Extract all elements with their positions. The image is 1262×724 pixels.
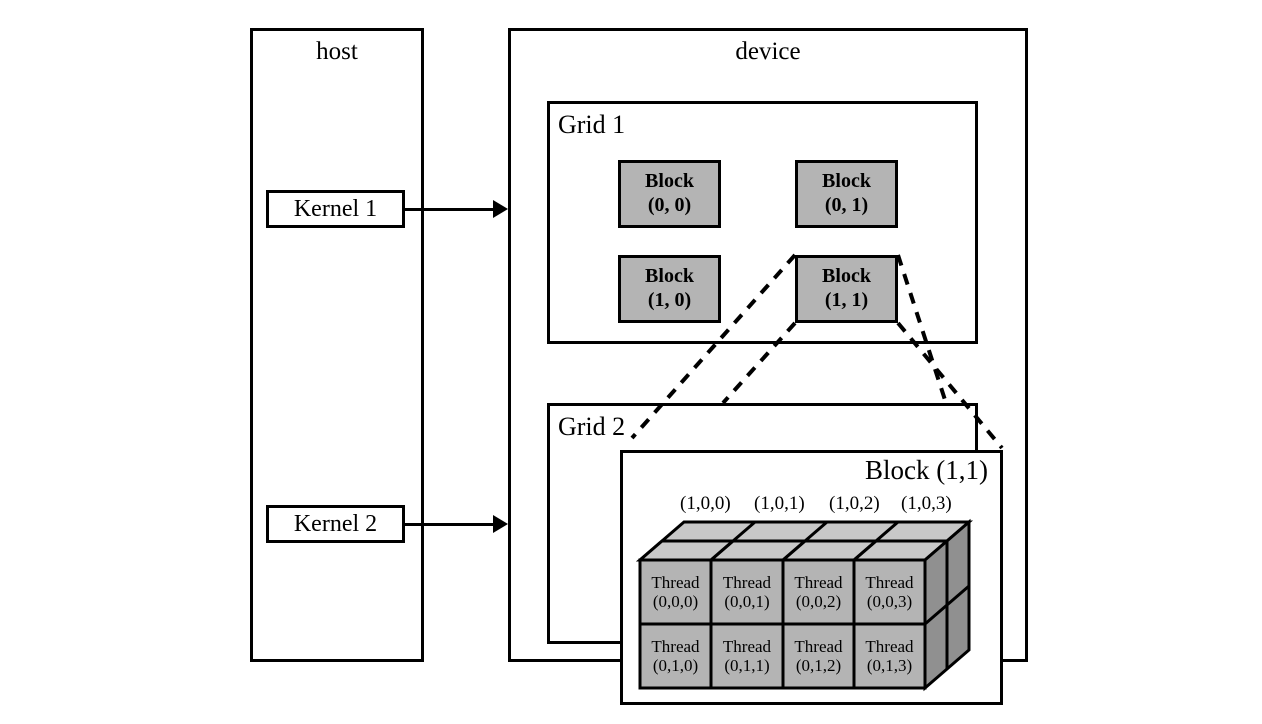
block-index: (0, 1) — [824, 194, 869, 216]
block-name: Block — [822, 265, 871, 288]
kernel-1-label: Kernel 1 — [293, 195, 378, 222]
block11-label: Block (1,1) — [865, 455, 988, 485]
device-label: device — [735, 38, 801, 65]
grid2-label: Grid 2 — [558, 412, 626, 441]
block-name: Block — [822, 170, 871, 193]
dashed-line-right-inner — [896, 254, 948, 404]
host-label: host — [316, 38, 358, 65]
thread-top-label-2: (1,0,2) — [829, 493, 880, 514]
block-index: (1, 1) — [824, 289, 869, 311]
cube-top-sep-3b — [853, 539, 877, 562]
grid1-label: Grid 1 — [558, 110, 626, 139]
grid-block-1-0: Block (1, 0) — [618, 255, 721, 323]
kernel-1-box[interactable]: Kernel 1 — [266, 190, 405, 228]
grid-block-1-1: Block (1, 1) — [795, 255, 898, 323]
dashed-line-left-outer — [630, 253, 797, 440]
dashed-line-right-outer — [896, 321, 1004, 450]
block-name: Block — [645, 170, 694, 193]
kernel-2-box[interactable]: Kernel 2 — [266, 505, 405, 543]
cube-top-sep-2b — [782, 539, 806, 562]
block11-container — [620, 450, 1003, 705]
grid-block-0-1: Block (0, 1) — [795, 160, 898, 228]
kernel-2-label: Kernel 2 — [293, 510, 378, 537]
kernel-2-arrow-head — [493, 515, 508, 533]
thread-top-label-1: (1,0,1) — [754, 493, 805, 514]
block-index: (0, 0) — [647, 194, 692, 216]
grid1-container — [547, 101, 978, 344]
thread-top-label-3: (1,0,3) — [901, 493, 952, 514]
kernel-2-arrow-line — [405, 523, 493, 526]
host-container — [250, 28, 424, 662]
thread-top-label-0: (1,0,0) — [680, 493, 731, 514]
block-name: Block — [645, 265, 694, 288]
kernel-1-arrow-line — [405, 208, 493, 211]
kernel-1-arrow-head — [493, 200, 508, 218]
block-index: (1, 0) — [647, 289, 692, 311]
cube-top-sep-1b — [710, 539, 734, 562]
grid-block-0-0: Block (0, 0) — [618, 160, 721, 228]
dashed-line-left-inner — [721, 321, 797, 405]
